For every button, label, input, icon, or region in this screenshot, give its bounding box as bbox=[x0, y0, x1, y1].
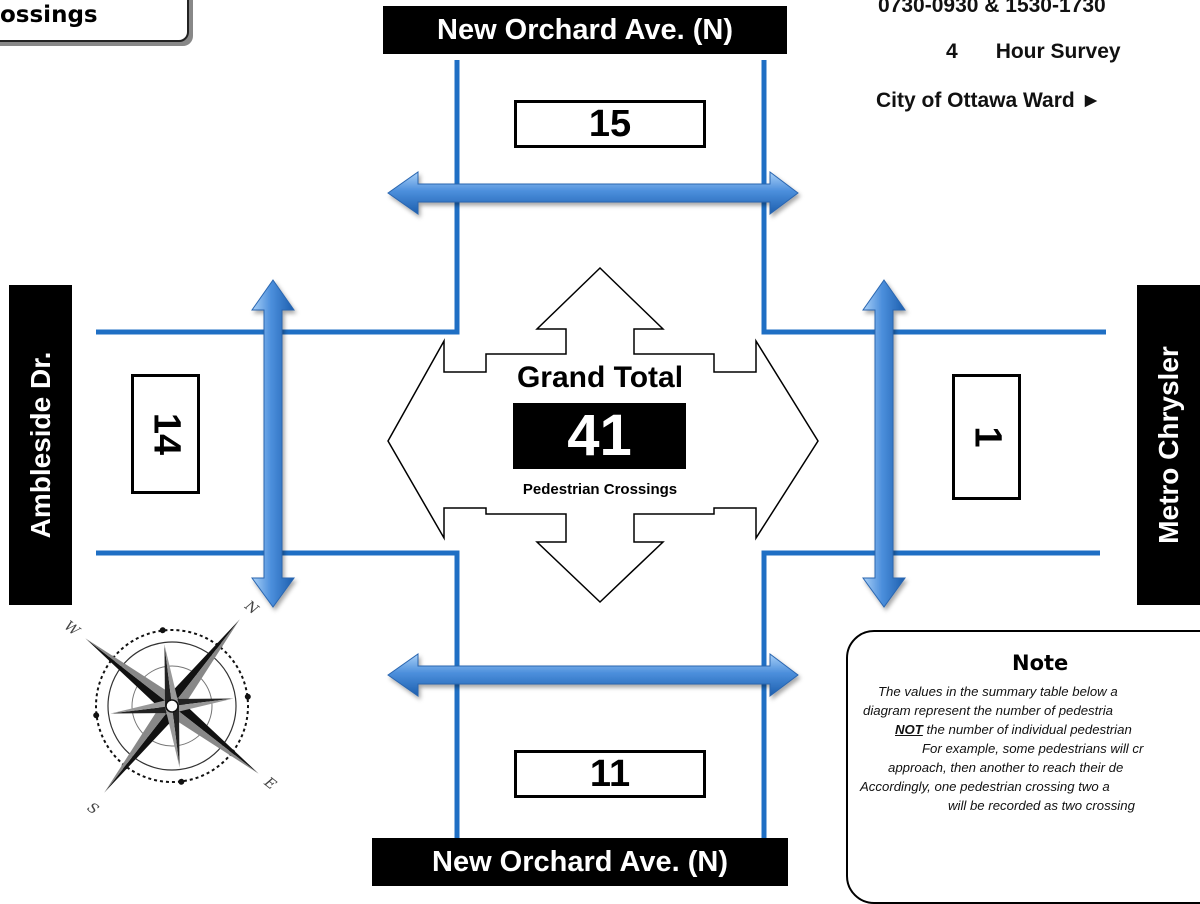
compass-n: N bbox=[241, 597, 262, 618]
count-west-value: 14 bbox=[145, 412, 187, 456]
count-east-value: 1 bbox=[966, 426, 1008, 448]
crosswalk-arrow-west bbox=[251, 279, 295, 608]
road-edge-se bbox=[761, 550, 1100, 848]
report-title: ossings bbox=[0, 2, 98, 28]
crosswalk-arrow-south bbox=[387, 653, 799, 697]
count-north: 15 bbox=[514, 100, 706, 148]
compass-w: W bbox=[61, 618, 83, 640]
street-label-north: New Orchard Ave. (N) bbox=[383, 6, 787, 54]
note-line-3-rest: the number of individual pedestrian bbox=[922, 722, 1132, 737]
street-label-west: Ambleside Dr. bbox=[9, 285, 72, 605]
street-label-east-text: Metro Chrysler bbox=[1152, 346, 1184, 544]
note-emphasis: NOT bbox=[895, 722, 923, 737]
count-east: 1 bbox=[952, 374, 1021, 500]
note-line-6: Accordingly, one pedestrian crossing two… bbox=[860, 779, 1110, 794]
note-line-1: The values in the summary table below a bbox=[878, 684, 1118, 699]
note-box bbox=[846, 630, 1200, 904]
survey-hours-label: Hour Survey bbox=[995, 40, 1121, 63]
compass-rose: N S W E bbox=[61, 597, 279, 819]
note-title: Note bbox=[1012, 651, 1069, 675]
street-label-south: New Orchard Ave. (N) bbox=[372, 838, 788, 886]
count-west: 14 bbox=[131, 374, 200, 494]
note-line-3: NOT the number of individual pedestrian bbox=[895, 722, 1132, 737]
ward-label: City of Ottawa Ward ► bbox=[876, 89, 1102, 112]
title-box bbox=[0, 0, 189, 42]
count-south: 11 bbox=[514, 750, 706, 798]
grand-total-label: Grand Total bbox=[516, 361, 684, 394]
crosswalk-arrow-east bbox=[862, 279, 906, 608]
note-line-5: approach, then another to reach their de bbox=[888, 760, 1124, 775]
note-line-4: For example, some pedestrians will cr bbox=[922, 741, 1144, 756]
grand-total-sub: Pedestrian Crossings bbox=[522, 481, 678, 498]
street-label-west-text: Ambleside Dr. bbox=[24, 351, 56, 539]
compass-s: S bbox=[84, 800, 101, 819]
road-edge-nw bbox=[96, 60, 460, 335]
crosswalk-arrow-north bbox=[387, 171, 799, 215]
compass-needles bbox=[85, 619, 259, 793]
street-label-east: Metro Chrysler bbox=[1137, 285, 1200, 605]
survey-times: 0730-0930 & 1530-1730 bbox=[878, 0, 1106, 17]
survey-hours: 4 bbox=[946, 40, 958, 63]
road-lines bbox=[96, 60, 1106, 848]
grand-total-value: 41 bbox=[513, 403, 686, 469]
compass-e: E bbox=[260, 774, 279, 794]
survey-duration: 4 Hour Survey bbox=[946, 40, 1121, 64]
road-edge-ne bbox=[761, 60, 1106, 335]
road-edge-sw bbox=[96, 550, 460, 848]
note-line-7: will be recorded as two crossing bbox=[948, 798, 1135, 813]
note-line-2: diagram represent the number of pedestri… bbox=[863, 703, 1113, 718]
